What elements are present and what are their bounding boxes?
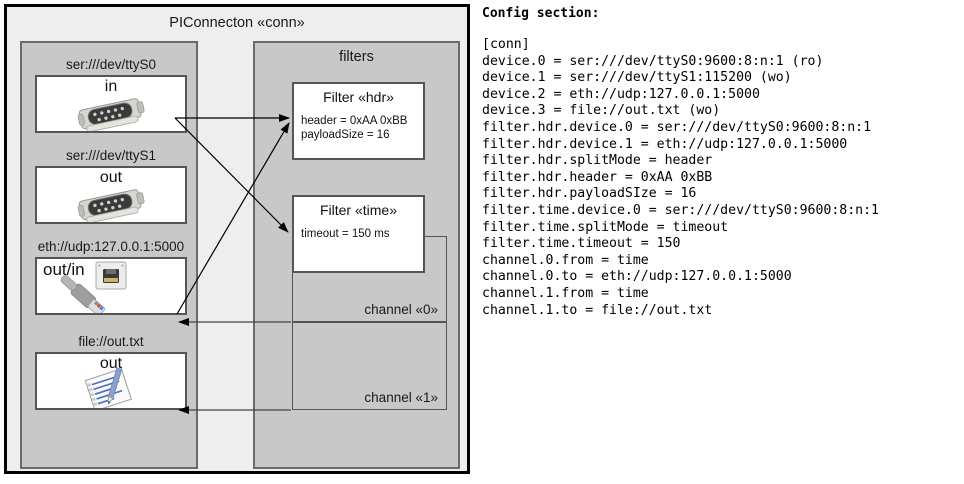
channel-1-box: channel «1» [292,322,447,410]
filters-panel-title: filters [339,49,374,65]
device-label: eth://udp:127.0.0.1:5000 [37,239,185,254]
config-section: Config section: [conn] device.0 = ser://… [482,6,960,319]
device-entry-serial-0[interactable]: ser:///dev/ttyS0 in [35,57,187,133]
device-entry-ethernet[interactable]: eth://udp:127.0.0.1:5000 out/in [35,239,187,315]
filter-hdr-prop-payloadsize: payloadSize = 16 [301,129,390,141]
devices-panel: ser:///dev/ttyS0 in [20,41,198,469]
config-heading: Config section: [482,6,600,21]
device-entry-serial-1[interactable]: ser:///dev/ttyS1 out [35,148,187,224]
channel-0-label: channel «0» [364,302,438,317]
filter-hdr-prop-header: header = 0xAA 0xBB [301,115,408,127]
device-direction: out [99,355,123,372]
filter-hdr-title: Filter «hdr» [323,89,394,105]
filter-time-title: Filter «time» [319,202,398,218]
serial-port-icon [77,189,145,222]
channel-1-label: channel «1» [364,390,438,405]
device-direction: out/in [43,260,85,279]
diagram-title: PIConnecton «conn» [169,15,305,31]
device-box[interactable]: in [35,75,187,133]
device-label: ser:///dev/ttyS1 [65,148,157,163]
text-file-icon [84,367,132,408]
config-text: [conn] device.0 = ser:///dev/ttyS0:9600:… [482,37,879,318]
filter-hdr-box[interactable]: Filter «hdr» header = 0xAA 0xBB payloadS… [292,82,425,160]
device-label: ser:///dev/ttyS0 [65,57,157,72]
device-direction: out [99,169,123,186]
ethernet-jack-icon [60,261,127,313]
device-box[interactable]: out/in [35,257,187,315]
filter-time-box[interactable]: Filter «time» timeout = 150 ms [292,195,425,273]
connection-diagram: PIConnecton «conn» ser:///dev/ttyS0 in [4,4,470,474]
filter-time-prop-timeout: timeout = 150 ms [301,228,390,240]
device-direction: in [104,78,118,95]
serial-port-icon [77,98,145,131]
device-box[interactable]: out [35,166,187,224]
device-label: file://out.txt [78,334,144,349]
device-box[interactable]: out [35,352,187,410]
device-entry-file[interactable]: file://out.txt out [35,334,187,410]
